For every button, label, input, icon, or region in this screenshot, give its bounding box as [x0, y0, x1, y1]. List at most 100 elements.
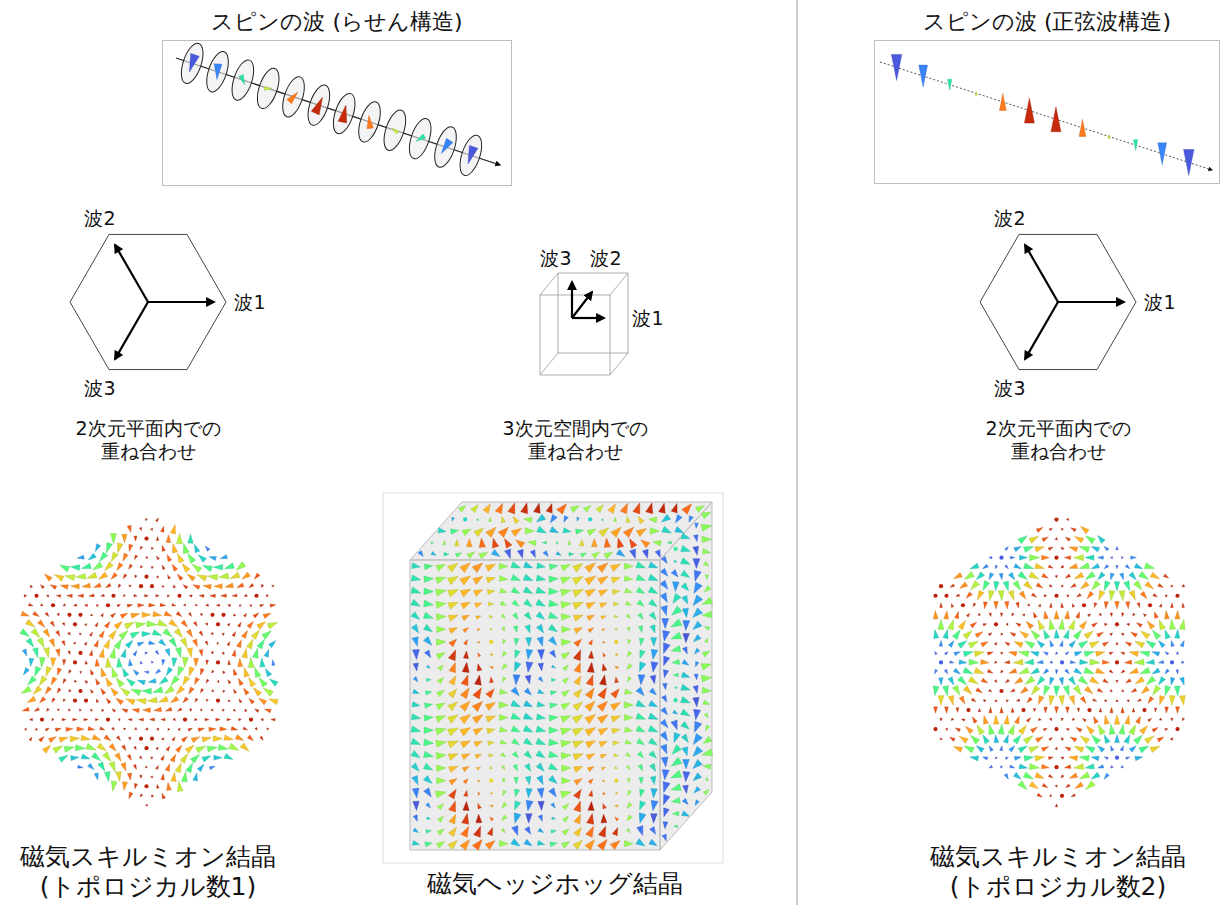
spin-cone	[1126, 602, 1130, 609]
spin-cone	[101, 668, 106, 677]
spin-cone	[1000, 613, 1002, 617]
spin-cone	[551, 830, 557, 834]
spin-cone	[123, 553, 128, 561]
spin-cone	[1080, 581, 1089, 589]
spin-dot	[139, 584, 143, 588]
spin-cone	[145, 766, 147, 768]
spin-dot	[999, 689, 1003, 693]
spin-cone	[579, 539, 583, 546]
spin-cone	[550, 650, 556, 658]
spin-cone	[704, 713, 708, 718]
spin-cone	[1044, 685, 1050, 695]
spin-cone	[671, 720, 677, 730]
spin-dot	[144, 784, 148, 788]
spin-cone	[466, 539, 472, 547]
spin-cone	[948, 641, 954, 648]
spin-cone	[24, 595, 27, 597]
spin-cone	[637, 751, 643, 757]
spin-cone	[671, 504, 677, 514]
spin-cone	[1004, 715, 1009, 724]
spin-cone	[45, 612, 49, 616]
spin-cone	[585, 563, 596, 573]
spin-cone	[650, 625, 655, 633]
spin-cone	[662, 695, 667, 702]
spin-cone	[705, 626, 710, 630]
spin-dot	[216, 698, 220, 702]
cube-edge	[540, 353, 558, 375]
spin-cone	[35, 728, 37, 730]
spin-cone	[436, 614, 446, 621]
spin-cone	[501, 753, 506, 757]
spin-cone	[526, 814, 533, 824]
spin-cone	[524, 612, 531, 620]
spin-cone	[661, 707, 668, 715]
spin-cone	[112, 667, 118, 677]
spin-cone	[184, 543, 190, 553]
spin-cone	[561, 653, 570, 660]
spin-cone	[1023, 772, 1033, 779]
spin-cone	[124, 622, 134, 629]
wave-label: 波3	[992, 377, 1027, 400]
spin-cone	[411, 612, 419, 620]
spin-cone	[549, 739, 559, 746]
spin-cone	[548, 775, 557, 783]
spin-cone	[603, 803, 607, 809]
spin-cone	[202, 756, 211, 762]
spin-cone	[1116, 642, 1118, 644]
spin-cone	[642, 549, 648, 558]
spin-cone	[194, 658, 199, 666]
spin-cone	[162, 793, 166, 799]
spin-cone	[64, 746, 74, 752]
spin-dot	[144, 746, 148, 750]
spin-cone	[650, 528, 659, 534]
spin-cone	[953, 747, 962, 753]
spin-cone	[437, 829, 444, 835]
panel-caption: 2次元平面内での 重ね合わせ	[966, 417, 1150, 463]
spin-cone	[112, 709, 116, 712]
spin-cone	[48, 737, 56, 743]
spin-cone	[95, 544, 100, 552]
spin-cone	[199, 649, 203, 656]
spin-cone	[683, 785, 689, 793]
spin-cone	[184, 604, 186, 606]
spin-cone	[211, 632, 213, 634]
spin-cone	[1126, 679, 1131, 683]
spin-cone	[703, 789, 709, 795]
spin-cone	[1133, 140, 1137, 151]
spin-cone	[31, 628, 40, 637]
spin-cone	[1180, 641, 1184, 647]
spin-cone	[449, 801, 456, 812]
spin-cone	[161, 756, 165, 761]
spin-cone	[435, 728, 446, 735]
spin-cone	[1036, 583, 1043, 588]
spin-cone	[1096, 668, 1105, 673]
spin-cone	[474, 590, 483, 596]
spin-cone	[1153, 685, 1161, 695]
spin-cone	[574, 676, 581, 685]
spin-cone	[975, 632, 983, 638]
spin-cone	[1013, 735, 1021, 744]
spin-cone	[1035, 563, 1045, 568]
spin-cone	[157, 556, 160, 560]
spin-cone	[598, 576, 608, 584]
spin-cone	[1091, 546, 1099, 551]
wave-vector	[115, 302, 148, 359]
spin-cone	[536, 738, 546, 744]
spin-cone	[965, 726, 973, 734]
spin-cone	[150, 528, 152, 530]
spin-cone	[970, 563, 979, 568]
spin-cone	[641, 540, 650, 548]
wave-vector	[115, 245, 148, 302]
spin-cone	[549, 703, 557, 708]
spin-cone	[1018, 536, 1027, 544]
spin-cone	[251, 630, 259, 639]
spin-cone	[228, 700, 230, 702]
spin-cone	[681, 583, 689, 591]
spin-cone	[702, 687, 711, 693]
spin-cone	[649, 839, 657, 845]
spin-cone	[137, 680, 145, 685]
spin-cone	[448, 702, 458, 711]
spin-cone	[962, 719, 965, 721]
spin-cone	[449, 676, 456, 685]
spin-cone	[1008, 724, 1014, 734]
